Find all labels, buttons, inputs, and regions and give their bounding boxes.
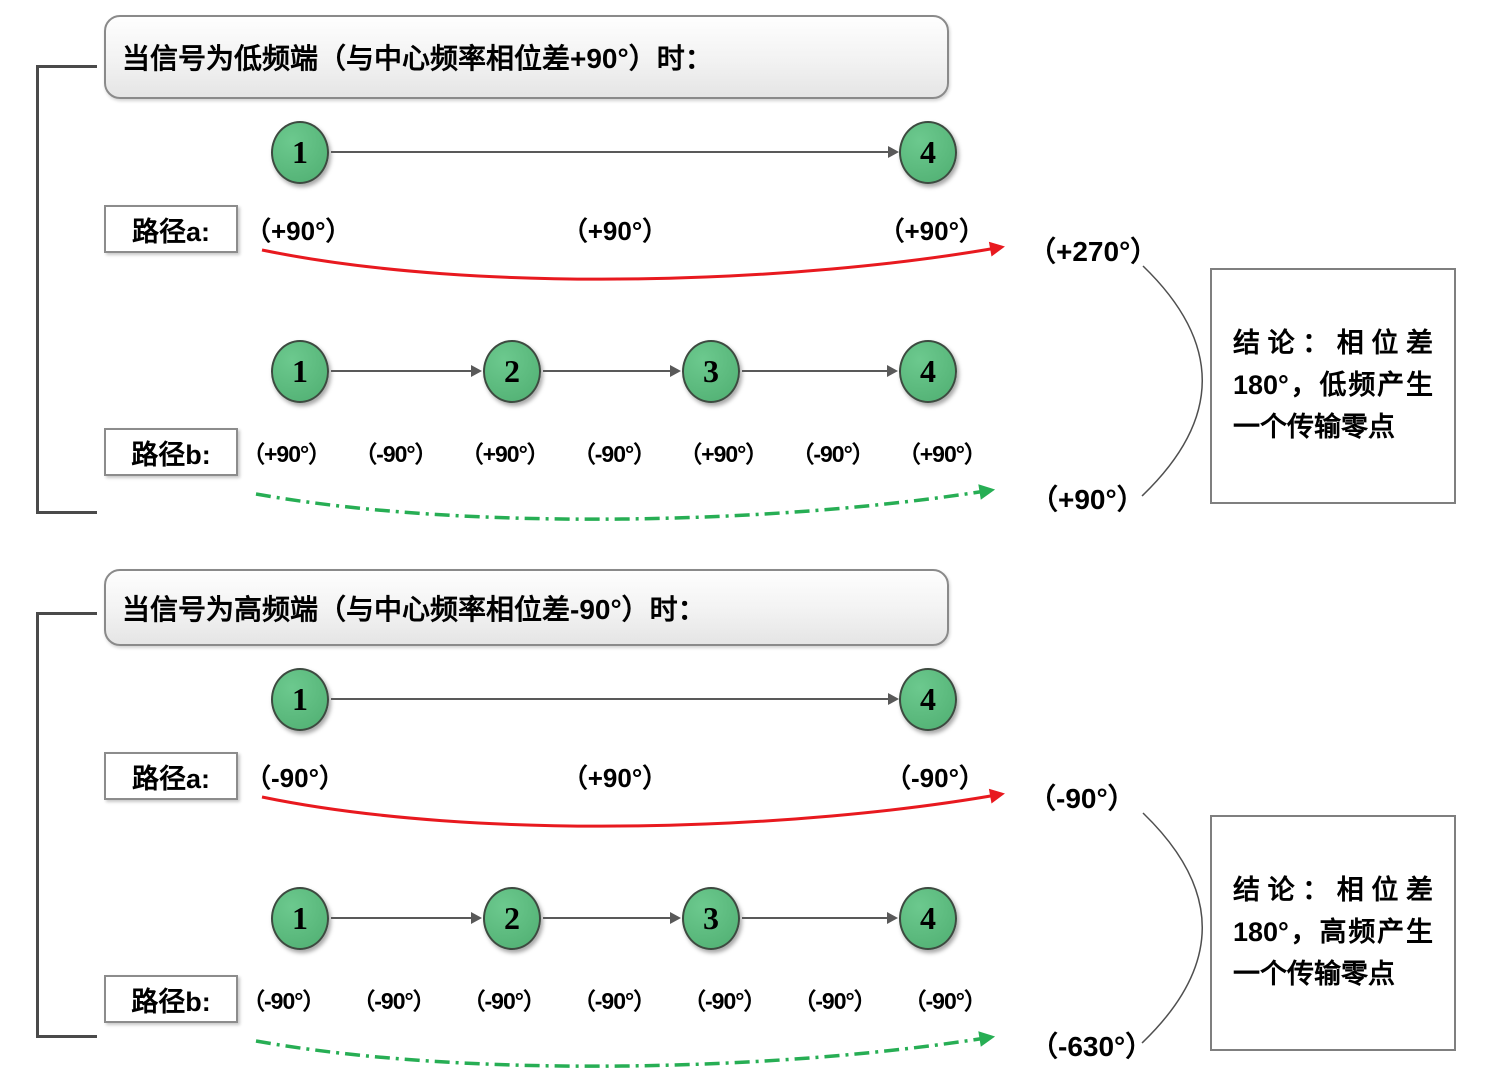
node-circle: 4 bbox=[899, 121, 957, 184]
left-bracket bbox=[36, 65, 97, 514]
connector-arrow bbox=[543, 912, 681, 924]
node-number: 4 bbox=[920, 353, 936, 389]
connector-arrow bbox=[331, 146, 899, 158]
node-number: 4 bbox=[920, 681, 936, 717]
node-number: 1 bbox=[292, 134, 308, 170]
connector-arrow bbox=[331, 912, 482, 924]
node-circle: 1 bbox=[271, 121, 329, 184]
path-a-result: （-90°） bbox=[1028, 783, 1136, 814]
path-b-green-dashdot-arrow bbox=[255, 1031, 996, 1068]
phase-value: （+90°） bbox=[679, 441, 768, 467]
section-low-frequency: 当信号为低频端（与中心频率相位差+90°）时： 1 4 路径a: （+90°） … bbox=[36, 15, 1456, 521]
node-circle: 4 bbox=[899, 887, 957, 950]
phase-value: （+90°） bbox=[561, 762, 669, 793]
phase-value: （+90°） bbox=[460, 441, 550, 467]
connector-arrow bbox=[742, 365, 898, 377]
conclusion-box-low: 结论：相位差180°，低频产生一个传输零点 bbox=[1210, 268, 1456, 504]
path-b-phases: （+90°） （-90°） （+90°） （-90°） （+90°） （-90°… bbox=[242, 429, 987, 475]
node-circle: 1 bbox=[271, 668, 329, 731]
node-circle: 2 bbox=[483, 340, 541, 403]
conclusion-text: 结论：相位差180°，低频产生一个传输零点 bbox=[1233, 328, 1433, 442]
path-a-result: （+270°） bbox=[1028, 236, 1159, 267]
node-number: 1 bbox=[292, 353, 308, 389]
path-a-label-box: 路径a: bbox=[104, 752, 238, 800]
node-number: 4 bbox=[920, 134, 936, 170]
node-circle: 4 bbox=[899, 340, 957, 403]
node-circle: 3 bbox=[682, 887, 740, 950]
phase-value: （-90°） bbox=[572, 988, 656, 1014]
node-circle: 4 bbox=[899, 668, 957, 731]
path-b-result: （+90°） bbox=[1030, 484, 1145, 515]
path-a-phases: （-90°） （+90°） （-90°） bbox=[245, 753, 985, 799]
phase-value: （-90°） bbox=[245, 762, 345, 793]
node-circle: 1 bbox=[271, 340, 329, 403]
path-b-label: 路径b: bbox=[131, 986, 211, 1017]
path-b-phases: （-90°） （-90°） （-90°） （-90°） （-90°） （-90°… bbox=[242, 976, 987, 1022]
title-text: 当信号为高频端（与中心频率相位差-90°）时： bbox=[122, 593, 706, 625]
phase-value: （-90°） bbox=[683, 988, 766, 1014]
connector-arrow bbox=[331, 693, 899, 705]
path-b-result: （-630°） bbox=[1030, 1031, 1154, 1062]
section-high-frequency: 当信号为高频端（与中心频率相位差-90°）时： 1 4 路径a: （-90°） … bbox=[0, 547, 1485, 1087]
phase-value: （+90°） bbox=[878, 215, 985, 246]
brace-arc bbox=[1141, 812, 1203, 1044]
left-bracket bbox=[36, 612, 97, 1038]
phase-value: （-90°） bbox=[791, 441, 874, 467]
phase-value: （-90°） bbox=[903, 988, 987, 1014]
phase-value: （-90°） bbox=[885, 762, 985, 793]
conclusion-box-high: 结论：相位差180°，高频产生一个传输零点 bbox=[1210, 815, 1456, 1051]
path-a-phases: （+90°） （+90°） （+90°） bbox=[245, 206, 985, 252]
path-a-label: 路径a: bbox=[131, 763, 210, 794]
node-circle: 1 bbox=[271, 887, 329, 950]
phase-value: （+90°） bbox=[561, 215, 669, 246]
path-b-label: 路径b: bbox=[131, 439, 211, 470]
node-circle: 3 bbox=[682, 340, 740, 403]
path-b-green-dashdot-arrow bbox=[255, 484, 996, 521]
title-text: 当信号为低频端（与中心频率相位差+90°）时： bbox=[122, 43, 713, 74]
node-number: 4 bbox=[920, 900, 936, 936]
phase-value: （+90°） bbox=[245, 215, 352, 246]
node-number: 1 bbox=[292, 681, 308, 717]
node-number: 2 bbox=[504, 900, 520, 936]
path-b-label-box: 路径b: bbox=[104, 975, 238, 1023]
connector-arrow bbox=[742, 912, 898, 924]
conclusion-text: 结论：相位差180°，高频产生一个传输零点 bbox=[1233, 875, 1433, 989]
brace-arc bbox=[1141, 265, 1203, 497]
phase-value: （-90°） bbox=[242, 988, 325, 1014]
phase-value: （-90°） bbox=[793, 988, 876, 1014]
node-circle: 2 bbox=[483, 887, 541, 950]
title-box-low: 当信号为低频端（与中心频率相位差+90°）时： bbox=[104, 15, 949, 99]
path-a-label-box: 路径a: bbox=[104, 205, 238, 253]
phase-value: （+90°） bbox=[897, 441, 987, 467]
phase-value: （+90°） bbox=[242, 441, 331, 467]
path-a-label: 路径a: bbox=[131, 216, 210, 247]
node-number: 3 bbox=[703, 353, 719, 389]
path-b-label-box: 路径b: bbox=[104, 428, 238, 476]
phase-value: （-90°） bbox=[352, 988, 435, 1014]
connector-arrow bbox=[543, 365, 681, 377]
node-number: 1 bbox=[292, 900, 308, 936]
node-number: 3 bbox=[703, 900, 719, 936]
phase-value: （-90°） bbox=[572, 441, 656, 467]
connector-arrow bbox=[331, 365, 482, 377]
title-box-high: 当信号为高频端（与中心频率相位差-90°）时： bbox=[104, 569, 949, 646]
phase-value: （-90°） bbox=[354, 441, 437, 467]
phase-value: （-90°） bbox=[462, 988, 546, 1014]
node-number: 2 bbox=[504, 353, 520, 389]
